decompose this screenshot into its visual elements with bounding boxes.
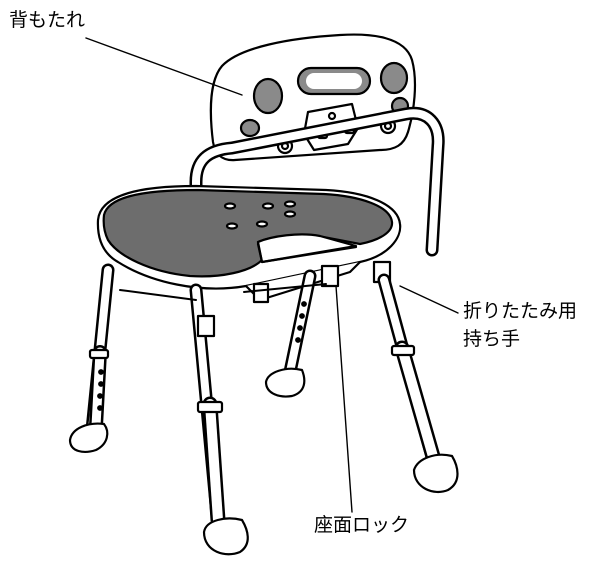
- folding-handle-grip: [252, 282, 270, 304]
- drain-hole: [223, 202, 237, 210]
- seat-lock-label-text: 座面ロック: [314, 514, 410, 536]
- drain-hole: [255, 220, 269, 228]
- drain-hole: [225, 222, 239, 230]
- folding-handle-label-line1: 折りたたみ用: [463, 300, 578, 322]
- backrest-label: 背もたれ: [9, 6, 85, 34]
- seat-lock-lever: [320, 264, 340, 288]
- folding-handle-leader: [399, 285, 459, 314]
- seat-lock-label: 座面ロック: [314, 511, 409, 539]
- leg-foot: [68, 422, 109, 453]
- leader-lines: [85, 37, 459, 513]
- leg-foot: [202, 517, 249, 556]
- drain-hole: [261, 202, 275, 210]
- backrest-hole-left: [252, 77, 284, 115]
- folding-handle-label: 折りたたみ用 持ち手: [463, 297, 577, 353]
- backrest-hole-right: [379, 61, 409, 95]
- legs: [68, 263, 459, 556]
- backrest-frame: [189, 106, 445, 262]
- seat: [96, 184, 402, 304]
- backrest-hole-lower-left: [239, 118, 261, 138]
- folding-handle-label-line2: 持ち手: [463, 328, 521, 350]
- leg-foot: [412, 453, 459, 494]
- seat-lock-leader: [335, 285, 353, 513]
- backrest-label-text: 背もたれ: [9, 9, 86, 31]
- backrest-leader: [85, 37, 243, 96]
- drain-hole: [283, 210, 297, 218]
- leg-foot: [264, 367, 306, 398]
- drain-hole: [283, 200, 297, 208]
